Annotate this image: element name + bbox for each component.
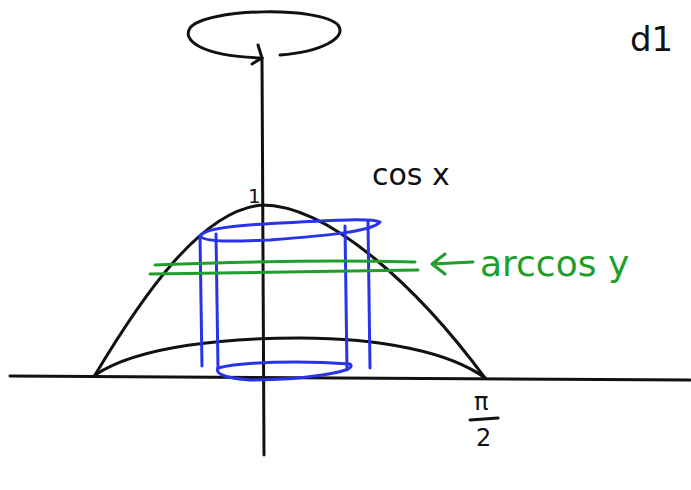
shell-top: [200, 220, 380, 241]
y-axis: [262, 58, 264, 455]
rotation-arrowhead: [252, 45, 262, 64]
disk-slice: [155, 261, 415, 265]
fraction-bar: [470, 418, 498, 420]
x-axis: [10, 376, 690, 380]
fraction-numerator: π: [474, 390, 488, 414]
cos-curve: [95, 205, 485, 378]
pointer-arrow: [432, 254, 473, 274]
shell-wall: [216, 234, 218, 368]
corner-note: d1: [630, 22, 673, 56]
axis-value: 1: [248, 186, 261, 206]
curve-label: cos x: [372, 160, 450, 190]
shell-wall: [368, 222, 370, 368]
fraction-denominator: 2: [476, 426, 491, 450]
shell-wall: [200, 236, 202, 366]
rotation-loop: [188, 12, 340, 58]
disk-slice: [150, 270, 418, 274]
slice-label: arccos y: [480, 246, 629, 282]
base-ellipse: [95, 338, 485, 378]
shell-wall: [345, 226, 347, 370]
shell-bottom: [217, 362, 351, 380]
